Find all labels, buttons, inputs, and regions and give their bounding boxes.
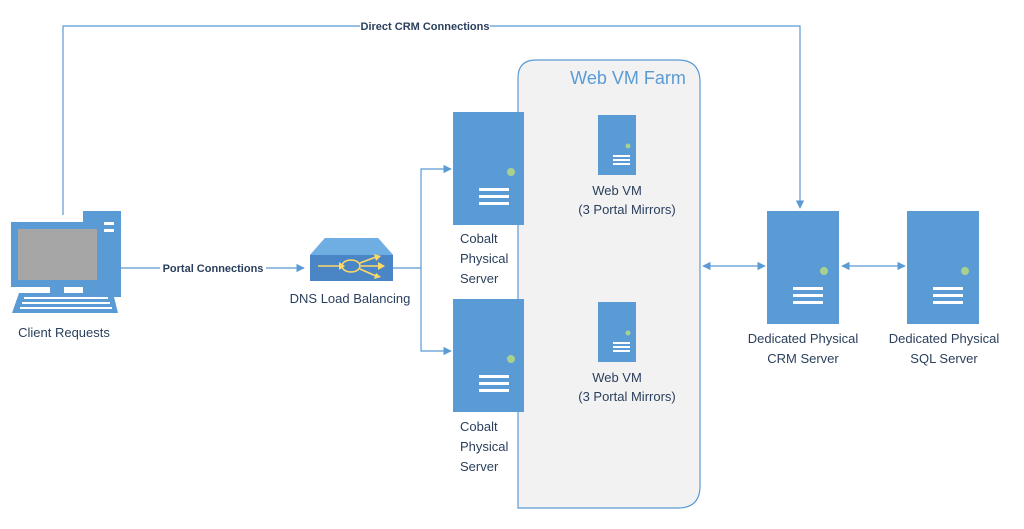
- direct-crm-label: Direct CRM Connections: [361, 21, 490, 33]
- web-vm-top-line-1: Web VM: [592, 183, 642, 198]
- web-vm-top-icon: [598, 115, 636, 175]
- cobalt-top-server-icon: [453, 112, 524, 225]
- client-requests-label: Client Requests: [18, 325, 110, 340]
- farm-title: Web VM Farm: [570, 68, 686, 88]
- crm-server-icon: [767, 211, 839, 324]
- web-vm-bottom-icon: [598, 302, 636, 362]
- cobalt-bottom-line-2: Physical: [460, 439, 509, 454]
- sql-server-line-1: Dedicated Physical: [889, 331, 1000, 346]
- portal-connections-label: Portal Connections: [163, 263, 264, 275]
- crm-server-line-2: CRM Server: [767, 351, 839, 366]
- web-vm-top-line-2: (3 Portal Mirrors): [578, 202, 676, 217]
- sql-server-icon: [907, 211, 979, 324]
- cobalt-bottom-server-icon: [453, 299, 524, 412]
- dns-to-cobalt-bottom: [420, 268, 452, 356]
- client-computer-icon: [11, 211, 121, 313]
- cobalt-bottom-line-1: Cobalt: [460, 419, 498, 434]
- web-vm-bottom-line-2: (3 Portal Mirrors): [578, 389, 676, 404]
- cobalt-top-line-1: Cobalt: [460, 231, 498, 246]
- cobalt-top-line-2: Physical: [460, 251, 509, 266]
- web-vm-farm: Web VM Farm: [517, 59, 701, 509]
- load-balancer-icon: [310, 238, 393, 281]
- cobalt-top-line-3: Server: [460, 271, 499, 286]
- dns-load-balancing-label: DNS Load Balancing: [290, 291, 411, 306]
- web-vm-bottom-line-1: Web VM: [592, 370, 642, 385]
- crm-server-line-1: Dedicated Physical: [748, 331, 859, 346]
- dns-to-cobalt-top: [420, 164, 452, 268]
- cobalt-bottom-line-3: Server: [460, 459, 499, 474]
- sql-server-line-2: SQL Server: [910, 351, 978, 366]
